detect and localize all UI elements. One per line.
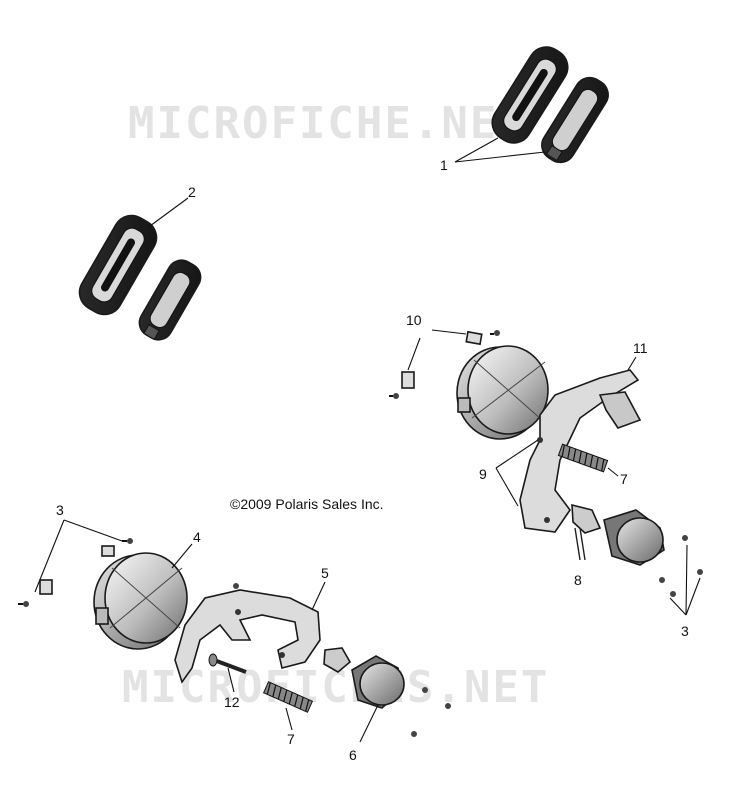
callout-5: 5: [321, 565, 329, 581]
clip-icon: [39, 545, 115, 595]
part-2-grille-inserts: [78, 214, 202, 341]
watermark-top: MICROFICHE.NET: [128, 98, 527, 149]
callout-3-right: 3: [681, 623, 689, 639]
right-headlamp: [456, 345, 549, 440]
part-6-turn-lamp: [351, 655, 405, 709]
part-7-spring: [557, 443, 609, 473]
screw-icon: [18, 538, 133, 607]
callout-3-left: 3: [56, 502, 64, 518]
part-1-grille-inserts: [491, 46, 609, 164]
callout-7-right: 7: [620, 471, 628, 487]
part-10-clips: [401, 330, 483, 389]
part-11-bracket: [519, 369, 642, 533]
callout-2: 2: [188, 184, 196, 200]
part-7-spring: [262, 681, 314, 713]
callout-6: 6: [349, 747, 357, 763]
callout-4: 4: [193, 529, 201, 545]
screw-icon: [389, 330, 500, 399]
screw-icon: [233, 583, 239, 589]
copyright-notice: ©2009 Polaris Sales Inc.: [230, 496, 384, 512]
part-12-bolt: [208, 653, 247, 674]
callout-12: 12: [224, 694, 240, 710]
callout-9: 9: [479, 466, 487, 482]
callout-10: 10: [406, 312, 422, 328]
callout-7-left: 7: [287, 731, 295, 747]
part-8-socket: [571, 503, 602, 561]
part-4-headlamp: [93, 552, 188, 650]
screw-icon: [411, 687, 451, 737]
callout-1: 1: [440, 157, 448, 173]
callout-11: 11: [633, 340, 648, 356]
callout-8: 8: [574, 572, 582, 588]
screw-icon: [659, 535, 703, 597]
right-turn-lamp: [603, 509, 665, 566]
socket-left: [323, 647, 352, 673]
part-5-bracket: [174, 589, 321, 684]
